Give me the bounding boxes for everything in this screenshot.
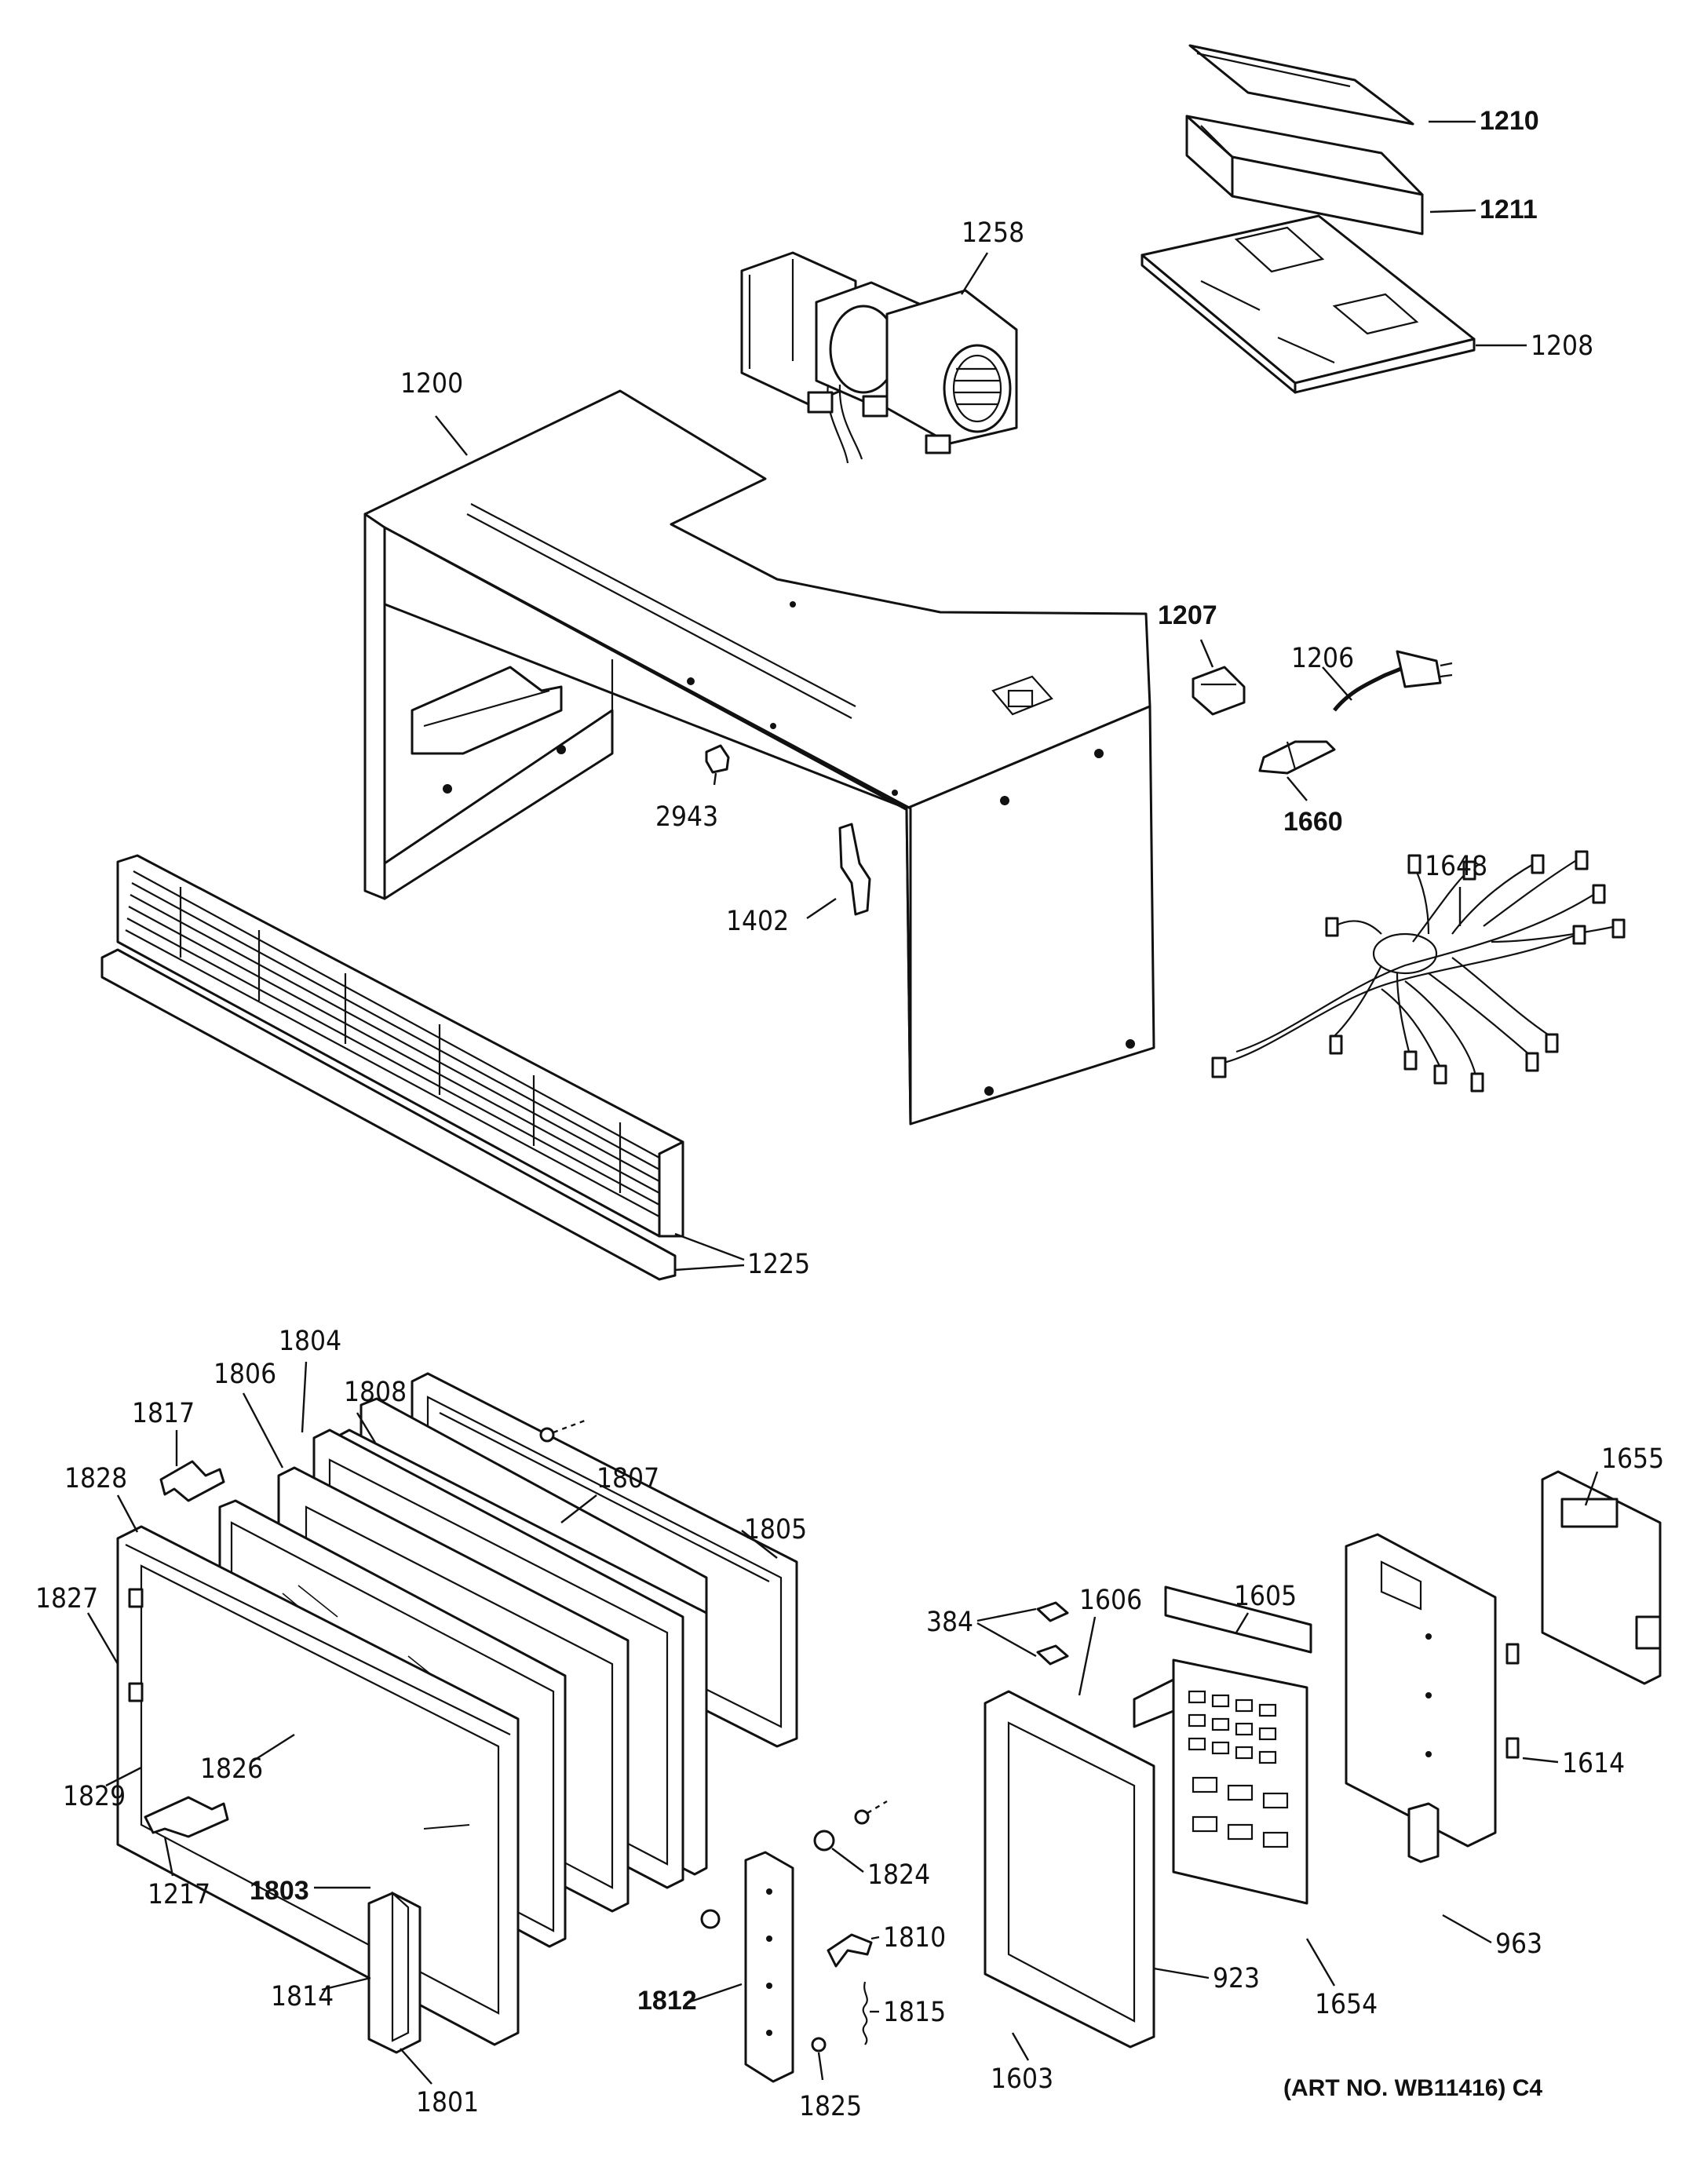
callout-1655: 1655 [1601,1443,1664,1475]
callout-1806: 1806 [214,1359,276,1390]
callout-1807: 1807 [597,1463,659,1494]
part-1200-outer-case [363,389,1155,1126]
part-1654-keypad-membrane [1172,1658,1308,1905]
part-1817-hinge [159,1460,225,1502]
part-1402-bracket [838,823,871,916]
grille-slats [125,870,660,1217]
callout-1210: 1210 [1480,106,1539,136]
part-1660-cord-clamp [1258,740,1336,775]
part-963-bracket [1407,1802,1440,1863]
callout-1812: 1812 [637,1986,697,2016]
part-1614-control-board [1345,1533,1520,1848]
art-number: (ART NO. WB11416) C4 [1283,2075,1542,2101]
callout-2943: 2943 [655,801,718,833]
callout-1810: 1810 [883,1922,946,1954]
callout-1217: 1217 [148,1879,210,1910]
callout-1614: 1614 [1562,1748,1625,1779]
part-1605-trim-strip [1164,1585,1312,1654]
part-1208-mounting-plate [1140,214,1476,394]
callout-labels: 1210 1211 1258 1208 1200 1207 1206 1660 … [35,106,1664,2122]
callout-1603: 1603 [991,2063,1053,2095]
callout-1258: 1258 [962,217,1024,249]
part-1210-cover-plate [1188,44,1414,126]
part-1824-fasteners [539,1419,888,1929]
part-1815-spring [862,1981,868,2045]
callout-1815: 1815 [883,1997,946,2028]
part-1655-display-board [1541,1470,1662,1685]
part-1801-door-handle [367,1891,422,2054]
callout-1817: 1817 [132,1398,195,1429]
part-1217-hinge [144,1796,229,1838]
callout-1801: 1801 [416,2087,479,2118]
callout-1207: 1207 [1158,600,1217,630]
part-1825-screw [811,2037,827,2052]
callout-1824: 1824 [867,1859,930,1891]
callout-1814: 1814 [271,1981,334,2012]
callout-384: 384 [926,1607,973,1638]
callout-1828: 1828 [64,1463,127,1494]
part-2943-clip [705,744,730,774]
part-1207-switch [1192,666,1246,716]
part-1812-latch-plate [744,1851,794,2083]
part-1206-power-cord [1333,650,1453,712]
callout-1206: 1206 [1291,643,1354,674]
part-1225-vent-grille [100,854,684,1281]
callout-1402: 1402 [726,906,789,937]
callout-1827: 1827 [35,1583,98,1615]
part-384-buttons [1036,1601,1069,1666]
keypad-keys [1188,1690,1289,1848]
part-1211-duct-housing [1185,115,1424,235]
callout-1829: 1829 [63,1781,126,1812]
part-1606-control-frame [984,1690,1155,2049]
callout-1606: 1606 [1079,1585,1142,1616]
callout-1654: 1654 [1315,1989,1378,2020]
part-1258-blower-motor [740,251,1018,464]
callout-1808: 1808 [344,1377,407,1408]
callout-1211: 1211 [1480,195,1538,224]
callout-1804: 1804 [279,1326,341,1357]
callout-1208: 1208 [1531,330,1593,362]
part-1810-latch [827,1933,873,1968]
callout-1825: 1825 [799,2091,862,2122]
part-923-ribbon [1133,1678,1175,1728]
part-1648-wire-harness [1211,850,1626,1093]
callout-1805: 1805 [744,1514,807,1545]
callout-963: 963 [1495,1928,1542,1960]
callout-923: 923 [1213,1963,1260,1994]
callout-1660: 1660 [1283,807,1343,837]
callout-1605: 1605 [1234,1581,1297,1612]
callout-1826: 1826 [200,1753,263,1785]
leader-lines [86,120,1599,2085]
callout-1200: 1200 [400,368,463,400]
callout-1648: 1648 [1425,851,1487,882]
callout-1803: 1803 [250,1876,309,1906]
callout-1225: 1225 [747,1249,810,1280]
